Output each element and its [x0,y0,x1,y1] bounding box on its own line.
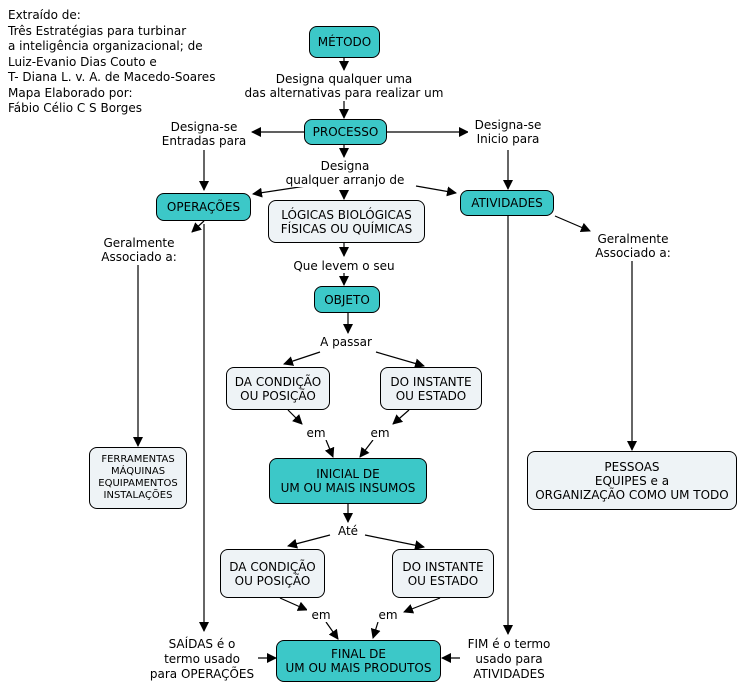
concept-ferramentas[interactable]: FERRAMENTAS MÁQUINAS EQUIPAMENTOS INSTAL… [89,447,187,509]
link-fim: FIM é o termo usado para ATIVIDADES [460,637,558,682]
arrow [375,351,425,369]
concept-condicao-2[interactable]: DA CONDIÇÃO OU POSIÇÃO [220,549,325,598]
arrow [191,220,205,233]
arrow [287,534,331,549]
link-em: em [374,608,402,622]
arrow [324,439,335,458]
link-geralmente-associado-operacoes: Geralmente Associado a: [96,236,182,264]
concept-condicao-1[interactable]: DA CONDIÇÃO OU POSIÇÃO [226,367,330,410]
concept-operacoes[interactable]: OPERAÇÕES [156,193,251,221]
arrow [283,351,321,366]
credit-line: Três Estratégias para turbinar [8,23,187,38]
arrow [554,215,591,233]
concept-final[interactable]: FINAL DE UM OU MAIS PRODUTOS [276,640,441,682]
link-que-levem: Que levem o seu [288,259,400,273]
concept-atividades[interactable]: ATIVIDADES [460,190,554,216]
credit-line: Fábio Célio C S Borges [8,101,143,115]
credit-line: a inteligência organizacional; de [8,39,203,53]
credit-line: Extraído de: [8,8,81,22]
link-geralmente-associado-atividades: Geralmente Associado a: [590,232,676,260]
link-designa-arranjo: Designa qualquer arranjo de [282,159,408,187]
concept-instante-2[interactable]: DO INSTANTE OU ESTADO [392,549,494,598]
arrow [415,185,457,197]
arrow [252,185,307,198]
link-saidas: SAÍDAS é o termo usado para OPERAÇÕES [146,637,258,682]
arrow [403,597,441,614]
concept-processo[interactable]: PROCESSO [304,119,387,145]
concept-metodo[interactable]: MÉTODO [309,26,380,58]
link-designa-alternativas: Designa qualquer uma das alternativas pa… [242,72,446,100]
concept-objeto[interactable]: OBJETO [314,286,380,313]
concept-instante-1[interactable]: DO INSTANTE OU ESTADO [380,367,482,410]
link-em: em [366,426,394,440]
arrow [364,534,425,551]
credit-line: T- Diana L. v. A. de Macedo-Soares [8,70,216,84]
link-ate: Até [334,524,362,538]
link-a-passar: A passar [314,335,378,349]
link-em: em [307,608,335,622]
link-designa-entradas: Designa-se Entradas para [158,120,250,148]
concept-logicas[interactable]: LÓGICAS BIOLÓGICAS FÍSICAS OU QUÍMICAS [268,200,425,243]
arrow [359,439,374,458]
link-designa-inicio: Designa-se Inicio para [468,118,548,146]
source-credit: Extraído de: Três Estratégias para turbi… [8,8,215,117]
arrow [370,621,381,639]
concept-pessoas[interactable]: PESSOAS EQUIPES e a ORGANIZAÇÃO COMO UM … [527,451,737,510]
credit-line: Mapa Elaborado por: [8,85,133,100]
link-em: em [302,426,330,440]
arrow [325,621,339,640]
credit-line: Luiz-Evanio Dias Couto e [8,54,157,69]
arrow [279,597,308,611]
concept-inicial[interactable]: INICIAL DE UM OU MAIS INSUMOS [269,458,427,504]
arrow [287,409,303,425]
arrow [392,409,410,425]
